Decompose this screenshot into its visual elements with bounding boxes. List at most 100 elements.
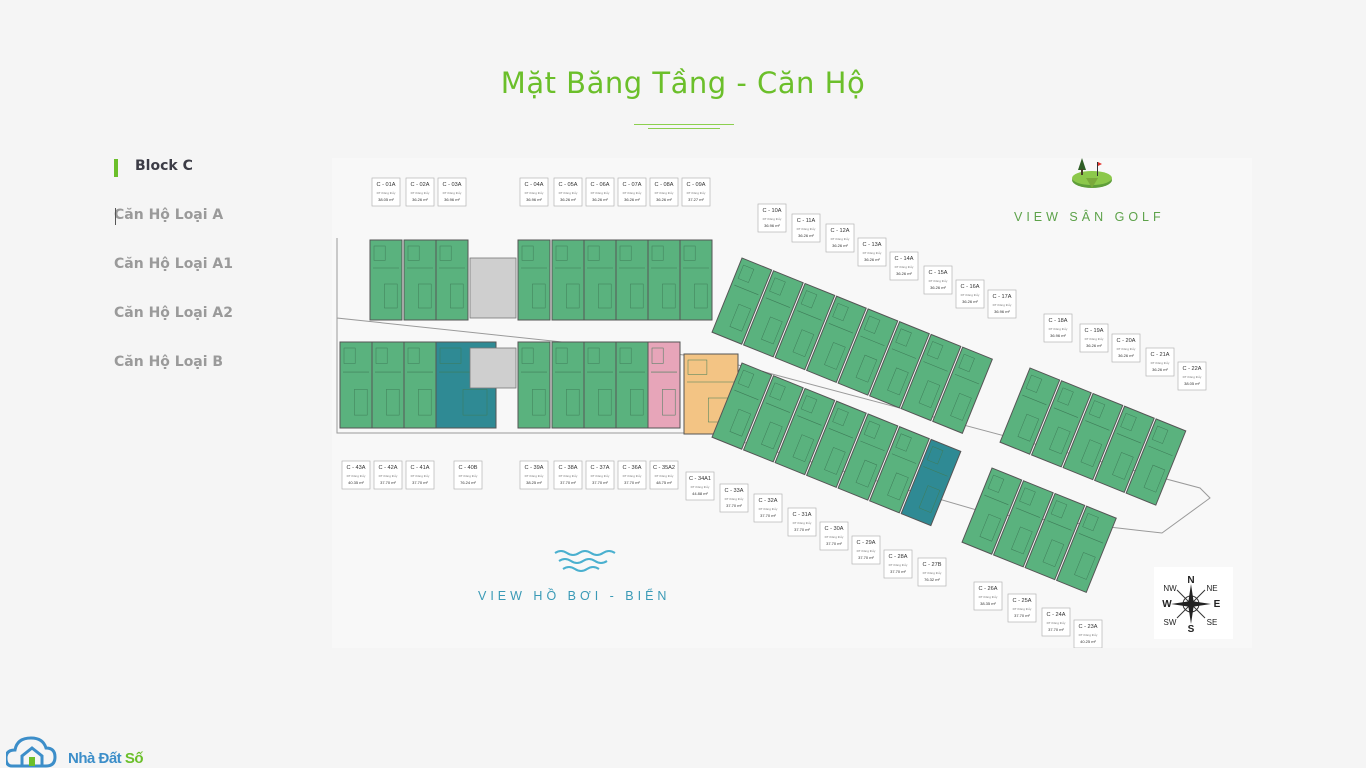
- unit-upper-11-code: C - 21A: [1151, 352, 1170, 358]
- unit-c35a2: [647, 341, 681, 429]
- unit-c36a: [615, 341, 649, 429]
- logo-text-main: Nhà Đất: [68, 750, 122, 767]
- unit-lower-4-label-box: [819, 521, 849, 551]
- lower-diagonal-wing: [711, 362, 962, 527]
- lower-wing-east-room-2-room: [1024, 492, 1086, 581]
- upper-wing-room-1-bath: [769, 277, 786, 296]
- upper-wing-room-4: [837, 308, 899, 396]
- lower-wing-room-0-partition: [734, 389, 759, 401]
- waves-icon: [554, 550, 616, 572]
- unit-bot-0-code: C - 43A: [347, 465, 366, 471]
- upper-wing-room-0-room: [711, 257, 773, 345]
- upper-wing-east-room-2-partition: [1085, 420, 1110, 431]
- lower-wing-east-room-3-partition: [1078, 533, 1104, 544]
- unit-c43a-bed: [354, 389, 368, 416]
- unit-lower-1-area: 37.70 m²: [726, 503, 742, 508]
- lower-wing-room-2-bath: [800, 395, 818, 414]
- upper-wing-room-3-partition: [828, 323, 854, 334]
- unit-bot-5-code: C - 38A: [559, 465, 578, 471]
- upper-wing-room-1-partition: [765, 297, 791, 308]
- unit-upper-5-area: 36.26 m²: [930, 285, 946, 290]
- unit-bot-4-sub: DT thông thủy: [525, 474, 544, 478]
- unit-upper-9-area: 36.26 m²: [1086, 343, 1102, 348]
- unit-bot-0-area: 40.35 m²: [348, 480, 364, 485]
- unit-top-6-code: C - 07A: [623, 182, 642, 188]
- unit-upper-3-sub: DT thông thủy: [863, 251, 882, 255]
- unit-c35a2-bath: [651, 347, 664, 364]
- unit-top-6-sub: DT thông thủy: [623, 191, 642, 195]
- unit-c36a-room: [615, 341, 649, 429]
- lower-wing-east-room-1-bath: [1019, 487, 1036, 506]
- compass-se: SE: [1207, 618, 1218, 627]
- nav-item-can-ho-loai-b[interactable]: Căn Hộ Loại B: [114, 354, 224, 370]
- unit-lower-5-label-box: [851, 535, 881, 565]
- upper-wing-room-7-bath: [958, 353, 975, 373]
- unit-lower-0-code: C - 34A1: [689, 476, 711, 482]
- unit-lower-5-area: 37.70 m²: [858, 555, 874, 560]
- unit-lower-9-label-box: [1007, 593, 1037, 623]
- upper-wing-room-6-bath: [926, 341, 944, 360]
- lower-wing-room-3-partition: [828, 428, 854, 439]
- unit-top-4-sub: DT thông thủy: [559, 191, 578, 195]
- unit-lower-9-area: 37.70 m²: [1014, 613, 1030, 618]
- unit-top-8-area: 37.27 m²: [688, 197, 704, 202]
- unit-c38a: [551, 341, 585, 429]
- lower-wing-east-room-3: [1055, 505, 1117, 594]
- brand-logo[interactable]: Nhà Đất Số: [6, 732, 166, 768]
- unit-bot-7-sub: DT thông thủy: [623, 474, 642, 478]
- compass-icon: N S E W NE NW SE SW: [1162, 575, 1220, 635]
- lower-wing-room-1-room: [742, 375, 804, 463]
- upper-wing-room-3-bath: [832, 302, 849, 322]
- unit-upper-6-code: C - 16A: [961, 284, 980, 290]
- nav-item-can-ho-loai-a2[interactable]: Căn Hộ Loại A2: [114, 305, 234, 321]
- nav-item-can-ho-loai-a[interactable]: Căn Hộ Loại A: [114, 207, 224, 225]
- upper-wing-room-2: [774, 282, 836, 371]
- unit-upper-12-label-box: [1177, 361, 1207, 391]
- unit-bot-8-code: C - 35A2: [653, 465, 675, 471]
- upper-wing-room-6-bed: [918, 380, 941, 408]
- upper-wing-east-room-2-bath: [1088, 400, 1106, 419]
- unit-upper-1-sub: DT thông thủy: [797, 227, 816, 231]
- unit-lower-1-sub: DT thông thủy: [725, 497, 744, 501]
- nav-item-can-ho-loai-a1[interactable]: Căn Hộ Loại A1: [114, 256, 234, 272]
- unit-c09a-bed: [694, 283, 708, 309]
- nav-item-block-c[interactable]: Block C: [114, 158, 193, 177]
- unit-c04a-bed: [532, 283, 546, 309]
- lower-wing-east-room-2-bed: [1042, 539, 1065, 568]
- unit-upper-0-area: 36.96 m²: [764, 223, 780, 228]
- unit-bot-7-code: C - 36A: [623, 465, 642, 471]
- upper-wing-room-5-bath: [895, 328, 912, 347]
- unit-c01a-room: [369, 239, 403, 321]
- unit-bot-6-sub: DT thông thủy: [591, 474, 610, 478]
- unit-upper-4-code: C - 14A: [895, 256, 914, 262]
- upper-wing-room-0-partition: [734, 284, 759, 296]
- unit-bot-4-area: 38.25 m²: [526, 480, 542, 485]
- lower-wing-room-2: [774, 387, 836, 476]
- lower-wing-east-room-1-partition: [1015, 507, 1041, 518]
- page-title: Mặt Băng Tầng - Căn Hộ: [500, 66, 866, 100]
- unit-top-8-sub: DT thông thủy: [687, 191, 706, 195]
- unit-bot-5-area: 37.70 m²: [560, 480, 576, 485]
- upper-wing-room-7: [932, 346, 993, 434]
- unit-lower-3-sub: DT thông thủy: [793, 521, 812, 525]
- upper-wing-east-room-0: [999, 367, 1061, 455]
- unit-top-4-code: C - 05A: [559, 182, 578, 188]
- unit-lower-10-code: C - 24A: [1047, 612, 1066, 618]
- unit-c06a-bed: [598, 283, 612, 309]
- upper-wing-east-room-3-room: [1093, 405, 1155, 494]
- upper-diagonal-wing: [711, 257, 993, 434]
- unit-lower-4-code: C - 30A: [825, 526, 844, 532]
- unit-upper-2-sub: DT thông thủy: [831, 237, 850, 241]
